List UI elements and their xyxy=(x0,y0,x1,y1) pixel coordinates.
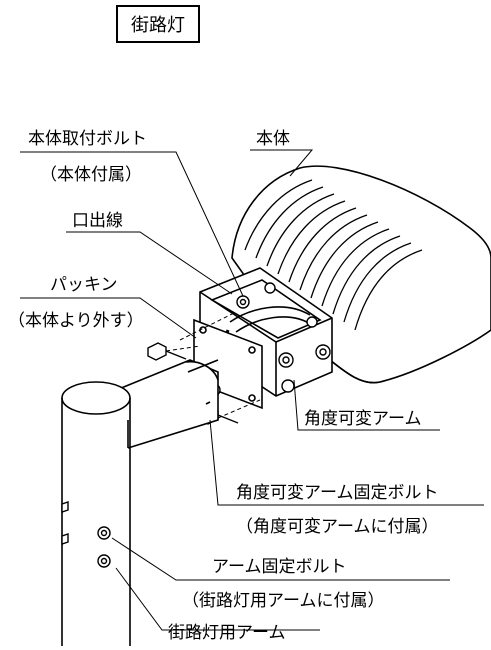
pole-bolts xyxy=(61,501,111,568)
label-arm-fixing-bolt-note: （街路灯用アームに付属） xyxy=(182,591,384,611)
label-street-light-arm: 街路灯用アーム xyxy=(168,623,285,643)
label-packing-note: （本体より外す） xyxy=(8,311,144,331)
label-arm-fixing-bolt: アーム固定ボルト xyxy=(212,557,346,577)
label-body-mount-bolt: 本体取付ボルト xyxy=(28,129,147,149)
label-packing: パッキン xyxy=(50,275,118,295)
title-box xyxy=(116,5,200,43)
luminaire-fins xyxy=(244,179,423,331)
label-angle-arm-bolt-note: （角度可変アームに付属） xyxy=(236,517,438,537)
label-angle-arm-bolt: 角度可変アーム固定ボルト xyxy=(236,483,438,503)
diagram-title: 街路灯 xyxy=(131,15,185,36)
street-light-arm xyxy=(61,359,219,646)
exploded-guides xyxy=(165,311,261,419)
label-body-mount-bolt-note: （本体付属） xyxy=(40,165,142,185)
leader-lines xyxy=(20,149,484,631)
label-angle-arm: 角度可変アーム xyxy=(304,409,421,429)
label-outlet-wire: 口出線 xyxy=(72,211,123,231)
label-body: 本体 xyxy=(256,129,290,149)
